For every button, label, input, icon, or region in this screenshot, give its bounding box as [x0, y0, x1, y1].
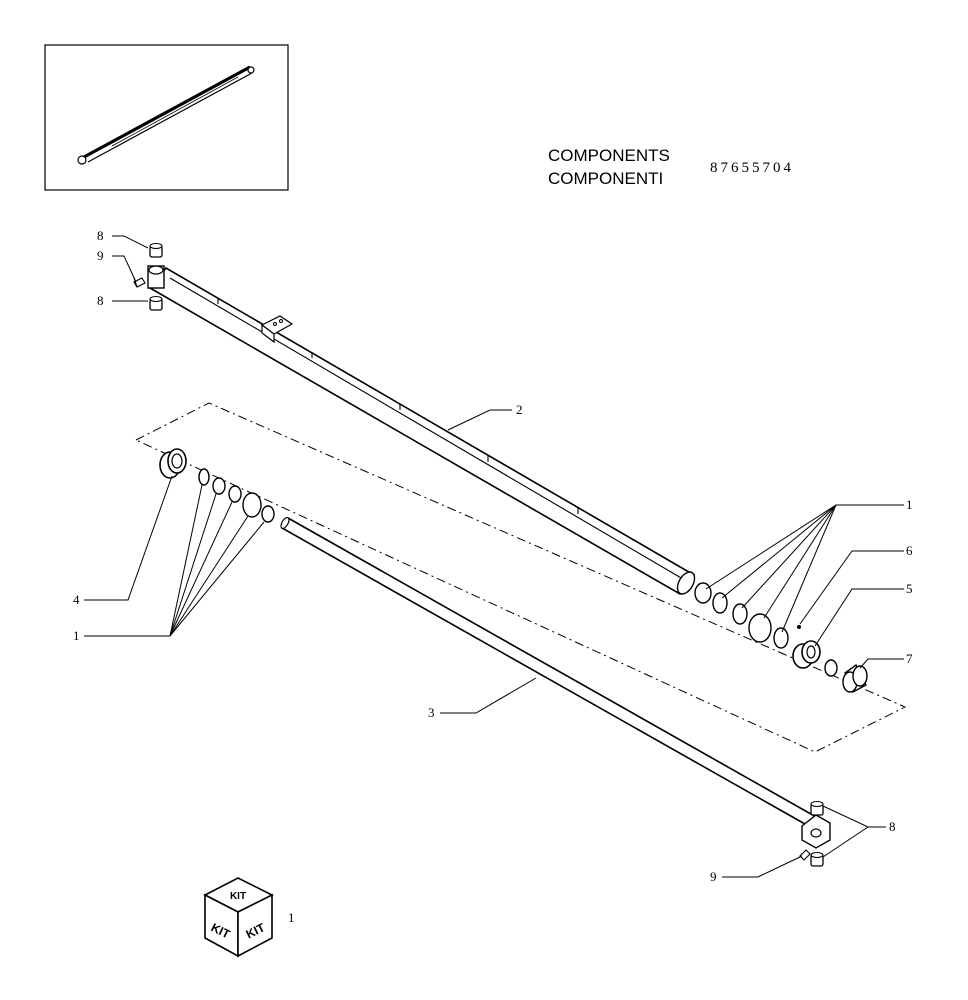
- left-seal-rings: [198, 468, 275, 523]
- callout-8-bottom: 8: [889, 819, 896, 834]
- leader-lines: [84, 235, 904, 878]
- callout-1-right: 1: [906, 497, 913, 512]
- header-block: COMPONENTS COMPONENTI 87655704: [548, 146, 794, 188]
- callout-8-top-a: 8: [97, 228, 104, 243]
- overview-thumbnail: [44, 44, 289, 191]
- assembly-boundary: [135, 402, 907, 753]
- header-title-en: COMPONENTS: [548, 146, 670, 165]
- cylinder-barrel: [147, 265, 696, 596]
- callout-9-top: 9: [97, 248, 104, 263]
- header-part-number: 87655704: [710, 160, 794, 176]
- header-title-it: COMPONENTI: [548, 169, 663, 188]
- callout-7: 7: [906, 651, 913, 666]
- piston: [792, 640, 821, 669]
- callout-6: 6: [906, 543, 913, 558]
- bushings: [149, 242, 824, 867]
- kit-index: 1: [288, 910, 295, 925]
- right-seal-rings: [694, 582, 789, 649]
- kit-label-top: KIT: [230, 891, 246, 902]
- callout-labels: 8 9 8 2 1 6 5 7 4 1 3 8 9: [73, 228, 913, 884]
- gland: [159, 448, 187, 479]
- callout-3: 3: [428, 705, 435, 720]
- kit-cube-icon: KIT KIT KIT: [203, 877, 274, 958]
- ball: [797, 625, 801, 629]
- callout-4: 4: [73, 592, 80, 607]
- callout-9-bottom: 9: [710, 869, 717, 884]
- callout-1-left: 1: [73, 628, 80, 643]
- piston-rod: [280, 516, 831, 849]
- callout-8-top-b: 8: [97, 293, 104, 308]
- sleeve: [824, 659, 868, 693]
- callout-2: 2: [516, 402, 523, 417]
- grease-nipples: [133, 277, 811, 861]
- callout-5: 5: [906, 581, 913, 596]
